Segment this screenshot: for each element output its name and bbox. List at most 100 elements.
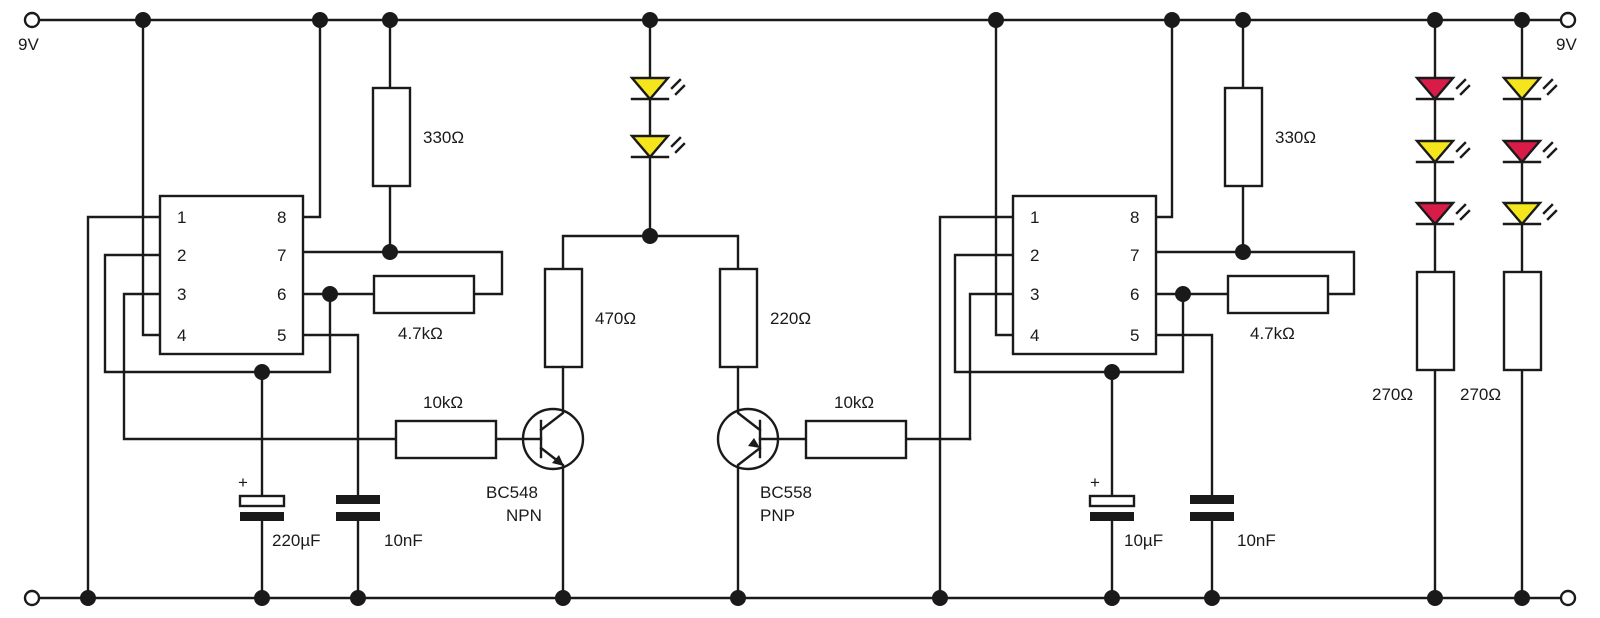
polarity-plus: + xyxy=(238,473,248,492)
wire-pin1-gnd xyxy=(938,215,1015,600)
pin-label: 7 xyxy=(1130,246,1139,265)
transistor-type: PNP xyxy=(760,506,795,525)
resistor-4k7-right xyxy=(1226,274,1330,315)
transistor-type: NPN xyxy=(506,506,542,525)
resistor-label: 4.7kΩ xyxy=(1250,324,1295,343)
resistor-label: 220Ω xyxy=(770,309,811,328)
pin-label: 2 xyxy=(177,246,186,265)
capacitor-label: 10nF xyxy=(1237,531,1276,550)
capacitor-plate xyxy=(336,512,380,521)
pin-label: 4 xyxy=(1030,326,1039,345)
led-emission-arrows xyxy=(1542,78,1558,96)
resistor-label: 270Ω xyxy=(1372,385,1413,404)
terminal-ground-right xyxy=(1559,589,1577,607)
resistor-label: 470Ω xyxy=(595,309,636,328)
pin-label: 6 xyxy=(1130,285,1139,304)
led-red xyxy=(1501,139,1543,164)
junction xyxy=(322,286,338,302)
polarity-plus: + xyxy=(1090,473,1100,492)
wire-pin5-cap xyxy=(301,333,360,498)
pin-label: 2 xyxy=(1030,246,1039,265)
junction xyxy=(1514,590,1530,606)
terminal-ground-left xyxy=(23,589,41,607)
junction xyxy=(1175,286,1191,302)
capacitor-plate xyxy=(1190,512,1234,521)
junction xyxy=(1204,590,1220,606)
pnp-collector xyxy=(736,446,762,600)
junction xyxy=(254,590,270,606)
wire-pin6-pin2 xyxy=(953,253,1185,374)
resistor-270-b xyxy=(1502,270,1543,372)
terminal-positive-left xyxy=(23,11,41,29)
npn-collector xyxy=(539,365,565,432)
pin-label: 8 xyxy=(1130,208,1139,227)
junction xyxy=(80,590,96,606)
led-emission-arrows xyxy=(1455,78,1471,96)
junction xyxy=(1427,12,1443,28)
led-red xyxy=(1414,76,1456,101)
led-emission-arrows xyxy=(670,136,686,154)
capacitor-plate xyxy=(1090,512,1134,521)
resistor-470 xyxy=(543,267,584,369)
led-yellow xyxy=(1501,201,1543,226)
wire-pin8-vcc xyxy=(301,18,322,219)
junction xyxy=(382,244,398,260)
capacitor-label: 10µF xyxy=(1124,531,1163,550)
led-emission-arrows xyxy=(1455,203,1471,221)
led-emission-arrows xyxy=(1455,141,1471,159)
terminal-positive-right xyxy=(1559,11,1577,29)
capacitor-220uF xyxy=(238,494,286,508)
junction xyxy=(254,364,270,380)
npn-emitter-arrow xyxy=(552,455,564,466)
junction xyxy=(312,12,328,28)
junction xyxy=(730,590,746,606)
timer-left: 1 2 3 4 8 7 6 5 330Ω 4.7kΩ 10kΩ + 220µF … xyxy=(80,12,527,606)
resistor-label: 4.7kΩ xyxy=(398,324,443,343)
transistor-npn-bc548 xyxy=(521,407,585,471)
wire-pin6-pin2 xyxy=(103,253,332,374)
wire-pin5-cap xyxy=(1154,333,1214,498)
pin-label: 5 xyxy=(1130,326,1139,345)
junction xyxy=(932,590,948,606)
junction xyxy=(1427,590,1443,606)
led-emission-arrows xyxy=(1542,141,1558,159)
wire-pin1-gnd xyxy=(86,215,162,600)
led-yellow xyxy=(1501,76,1543,101)
capacitor-plate xyxy=(240,512,284,521)
capacitor-10nF-right xyxy=(1190,495,1234,504)
wire-pin4-vcc xyxy=(994,18,1015,337)
junction xyxy=(642,12,658,28)
resistor-220 xyxy=(718,267,759,369)
resistor-4k7-left xyxy=(372,274,476,315)
junction xyxy=(135,12,151,28)
junction xyxy=(555,590,571,606)
led-strings-right: 270Ω 270Ω xyxy=(1372,12,1558,606)
junction xyxy=(1164,12,1180,28)
wire-pin4-vcc xyxy=(141,18,162,337)
resistor-label: 330Ω xyxy=(1275,128,1316,147)
wire-pin3-output xyxy=(968,292,1015,441)
pin-label: 1 xyxy=(177,208,186,227)
junction xyxy=(1514,12,1530,28)
capacitor-label: 220µF xyxy=(272,531,321,550)
capacitor-10nF-left xyxy=(336,495,380,504)
transistor-part: BC548 xyxy=(486,483,538,502)
pin-label: 7 xyxy=(277,246,286,265)
pin-label: 3 xyxy=(1030,285,1039,304)
pin-label: 8 xyxy=(277,208,286,227)
pin-label: 5 xyxy=(277,326,286,345)
led-emission-arrows xyxy=(670,78,686,96)
driver-stage: 470Ω 220Ω BC548 NPN BC558 PNP xyxy=(486,12,812,606)
junction xyxy=(1235,12,1251,28)
capacitor-10uF xyxy=(1088,494,1136,508)
junction xyxy=(350,590,366,606)
junction xyxy=(382,12,398,28)
ic-555-right xyxy=(1011,194,1158,356)
junction xyxy=(1104,590,1120,606)
junction xyxy=(1235,244,1251,260)
resistor-10k-left xyxy=(394,419,498,460)
led-middle-1 xyxy=(629,76,671,101)
resistor-330-right xyxy=(1223,86,1264,188)
junction xyxy=(642,228,658,244)
power-rails: 9V 9V xyxy=(18,11,1577,607)
